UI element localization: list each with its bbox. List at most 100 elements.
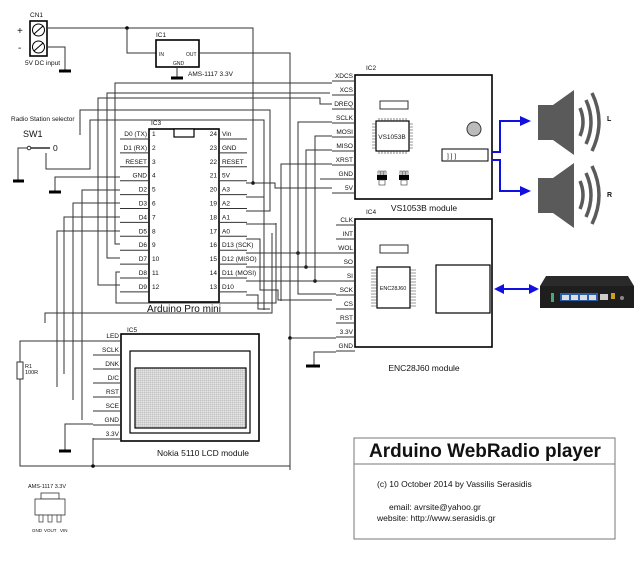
ic3-pin-label: D1 (RX) <box>124 145 147 152</box>
router-icon <box>540 276 634 308</box>
ic3-pin-number: 6 <box>152 201 156 208</box>
ic1-ref: IC1 <box>156 32 167 39</box>
ic5-pin-label: SCE <box>106 403 120 410</box>
ic5-pin-label: GND <box>105 417 120 424</box>
ic3-pin-label: D8 <box>139 270 148 277</box>
ams-pin-vin: VIN <box>60 528 68 533</box>
ic3-arduino: IC3 Arduino Pro mini D0 (TX) 1 D1 (RX) 2RES… <box>120 120 257 315</box>
ic1-regulator: IC1 IN OUT GND AMS-1117 3.3V <box>155 32 234 78</box>
ic4-chip-label: ENC28J60 <box>380 286 407 292</box>
ic2-pin-label: SCLK <box>336 115 354 122</box>
sw1-position: 0 <box>53 143 58 153</box>
ic3-pin-label: D12 (MISO) <box>222 256 257 263</box>
ic3-pin-number: 16 <box>210 242 218 249</box>
sw1-station-label: Radio Station selector <box>11 116 75 123</box>
speaker-left-icon <box>538 90 601 155</box>
ic4-name: ENC28J60 module <box>388 363 460 373</box>
ic3-pin-label: D3 <box>139 201 148 208</box>
ic3-pin-number: 11 <box>152 270 159 277</box>
ic3-pin-number: 2 <box>152 145 156 152</box>
ic2-ref: IC2 <box>366 65 377 72</box>
ic3-pin-number: 18 <box>210 214 218 221</box>
ic2-pin-label: XRST <box>336 157 353 164</box>
ic3-pin-number: 5 <box>152 187 156 194</box>
ic2-name: VS1053B module <box>391 203 457 213</box>
ic4-pin-label: GND <box>339 343 354 350</box>
ic3-pin-number: 12 <box>152 284 160 291</box>
audio-jack-icon: ] ] ] <box>447 153 456 160</box>
ic4-pin-label: SCK <box>340 287 354 294</box>
diagram-title: Arduino WebRadio player <box>369 441 602 462</box>
ic4-pin-label: SO <box>344 259 353 266</box>
ic3-pin-label: D7 <box>139 256 148 263</box>
ic3-pin-label: D2 <box>139 187 148 194</box>
speaker-right-label: R <box>607 192 612 199</box>
cn1-ref: CN1 <box>30 12 43 19</box>
ic2-pin-label: XCS <box>340 87 354 94</box>
ic3-pin-label: RESET <box>222 159 244 166</box>
ic3-pin-label: A1 <box>222 214 230 221</box>
ic3-pin-number: 15 <box>210 256 218 263</box>
ic3-pin-number: 14 <box>210 270 218 277</box>
speaker-left-label: L <box>607 116 612 123</box>
ic3-pin-number: 22 <box>210 159 218 166</box>
ic3-pin-label: D9 <box>139 284 148 291</box>
cn1-minus-label: - <box>18 43 21 54</box>
sw1-ref: SW1 <box>23 129 43 139</box>
ic3-pin-number: 13 <box>210 284 218 291</box>
ams-pin-gnd: GND <box>32 528 43 533</box>
ic3-pin-number: 9 <box>152 242 156 249</box>
ic4-pin-label: RST <box>340 315 353 322</box>
ic2-chip-label: VS1053B <box>378 134 405 141</box>
sw1-switch: Radio Station selector SW1 0 <box>11 109 271 310</box>
ic1-pin-out: OUT <box>186 52 197 58</box>
ic1-part: AMS-1117 3.3V <box>188 71 234 78</box>
ic3-pin-label: A2 <box>222 201 230 208</box>
ic5-pin-label: SCLK <box>102 347 120 354</box>
ic3-pin-number: 17 <box>210 228 218 235</box>
r1-value: 100R <box>25 370 38 376</box>
ic3-pin-label: RESET <box>125 159 147 166</box>
cn1-connector: CN1 + - 5V DC input <box>17 12 60 67</box>
ic4-pin-label: INT <box>343 231 354 238</box>
ic3-ref: IC3 <box>151 120 162 127</box>
ic3-pin-number: 24 <box>210 131 218 138</box>
ic3-pin-label: D6 <box>139 242 148 249</box>
ic4-pin-label: CS <box>344 301 354 308</box>
ic1-pin-gnd: GND <box>173 61 185 67</box>
ic5-pin-label: RST <box>106 389 119 396</box>
ic2-pin-label: DREQ <box>334 101 353 108</box>
ic2-pin-label: MOSI <box>336 129 353 136</box>
cn1-label: 5V DC input <box>25 60 60 67</box>
ic5-name: Nokia 5110 LCD module <box>157 448 249 458</box>
ic3-name: Arduino Pro mini <box>147 304 221 315</box>
ic4-pin-label: WOL <box>338 245 353 252</box>
ic4-pin-label: 3.3V <box>340 329 354 336</box>
copyright-text: (c) 10 October 2014 by Vassilis Serasidi… <box>377 479 532 489</box>
ic3-pin-label: D11 (MOSI) <box>222 270 256 277</box>
ic4-pin-label: CLK <box>340 217 353 224</box>
ic3-pin-label: GND <box>222 145 237 152</box>
ic3-pin-number: 8 <box>152 228 156 235</box>
ams-label: AMS-1117 3.3V <box>28 484 66 490</box>
ic3-pin-label: D4 <box>139 214 148 221</box>
title-block: Arduino WebRadio player (c) 10 October 2… <box>353 437 616 540</box>
ic5-pin-label: D/C <box>108 375 120 382</box>
ic3-pin-number: 21 <box>210 173 218 180</box>
email-text: email: avrsite@yahoo.gr <box>389 502 481 512</box>
ic3-pin-label: GND <box>133 173 148 180</box>
ic2-pin-label: XDCS <box>335 73 354 80</box>
ic3-pin-number: 4 <box>152 173 156 180</box>
ic5-ref: IC5 <box>127 327 138 334</box>
ic3-pin-number: 1 <box>152 131 156 138</box>
ic4-ref: IC4 <box>366 209 377 216</box>
ic3-pin-label: D0 (TX) <box>124 131 147 138</box>
ams-pin-vout: VOUT <box>44 528 57 533</box>
ic3-pin-number: 3 <box>152 159 156 166</box>
ic3-pin-label: D13 (SCK) <box>222 242 253 249</box>
ams1117-pinout: AMS-1117 3.3V GND VOUT VIN <box>28 484 68 533</box>
